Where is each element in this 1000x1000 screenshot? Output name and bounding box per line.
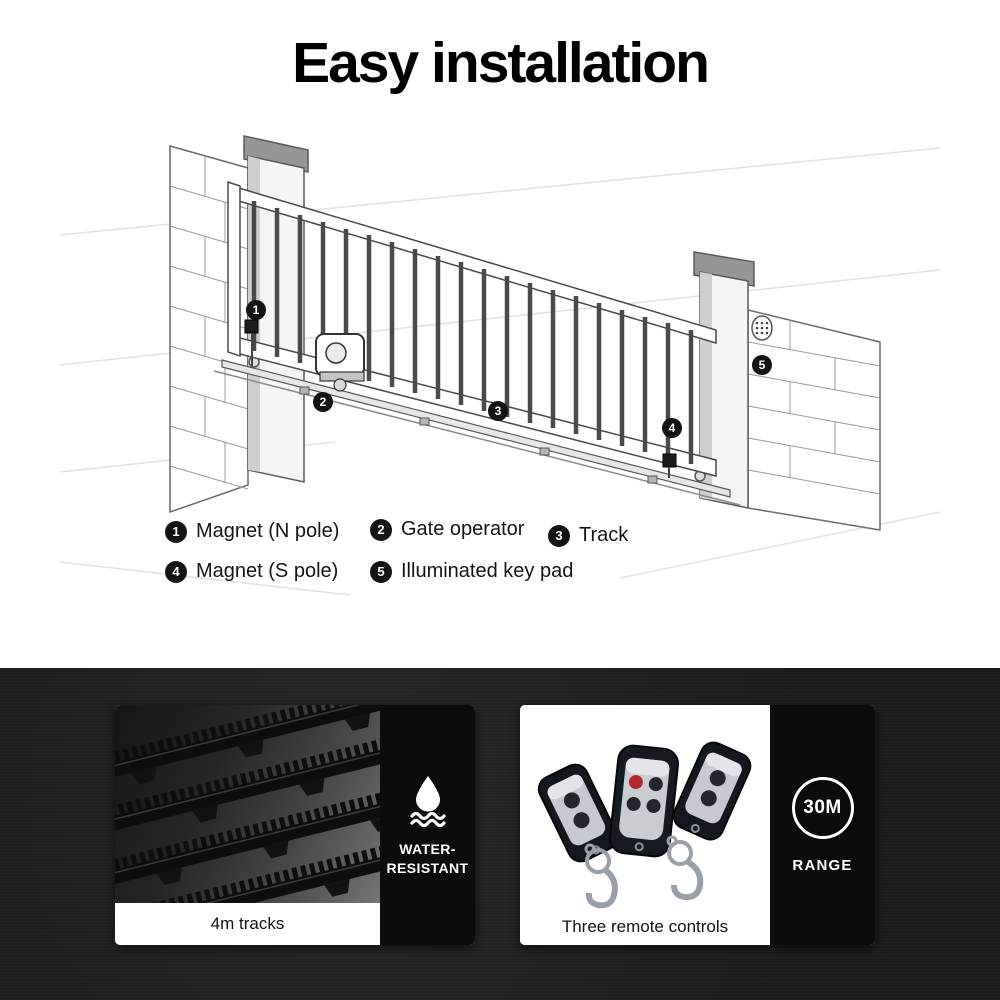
track-rail xyxy=(213,359,741,506)
diagram-callout-1: 1 xyxy=(246,300,266,320)
diagram-callout-3: 3 xyxy=(488,401,508,421)
water-drop-icon xyxy=(409,776,446,828)
feature-section: 4m tracks WATER- RESISTANT xyxy=(0,668,1000,1000)
legend-badge-2: 2 xyxy=(370,518,392,541)
remotes-caption: Three remote controls xyxy=(520,909,770,945)
magnet-n-icon xyxy=(244,319,259,366)
legend-label-magnet-n: Magnet (N pole) xyxy=(196,520,340,542)
legend-badge-1: 1 xyxy=(165,520,187,543)
gate-installation-diagram: 1 2 3 4 5 xyxy=(0,110,1000,670)
gate-line-drawing xyxy=(59,135,941,596)
feature-card-remotes: Three remote controls 30M RANGE xyxy=(520,705,875,945)
legend-item-magnet-s: 4 Magnet (S pole) xyxy=(165,560,338,583)
legend-badge-5: 5 xyxy=(370,560,392,583)
remote-controls-image xyxy=(537,741,752,909)
legend-item-keypad: 5 Illuminated key pad xyxy=(370,560,573,583)
legend-label-magnet-s: Magnet (S pole) xyxy=(196,560,339,582)
legend-label-keypad: Illuminated key pad xyxy=(401,560,574,582)
legend-badge-3: 3 xyxy=(548,524,570,547)
legend-badge-4: 4 xyxy=(165,560,187,583)
diagram-callout-4: 4 xyxy=(662,418,682,438)
legend-label-gate-operator: Gate operator xyxy=(401,518,525,540)
remotes-photo: Three remote controls xyxy=(520,705,770,945)
water-resistant-line1: WATER- xyxy=(399,841,456,857)
diagram-callout-2: 2 xyxy=(313,392,333,412)
range-circle-icon: 30M xyxy=(791,776,854,839)
keypad-icon xyxy=(751,315,773,341)
legend-item-gate-operator: 2 Gate operator xyxy=(370,518,524,541)
gate-bars xyxy=(251,201,694,464)
diagram-callout-5: 5 xyxy=(752,355,772,375)
water-resistant-badge: WATER- RESISTANT xyxy=(380,705,475,945)
tracks-caption: 4m tracks xyxy=(115,903,380,945)
range-badge: 30M RANGE xyxy=(770,705,875,945)
feature-card-tracks: 4m tracks WATER- RESISTANT xyxy=(115,705,475,945)
legend-item-track: 3 Track xyxy=(548,524,628,547)
legend-item-magnet-n: 1 Magnet (N pole) xyxy=(165,520,339,543)
range-label: RANGE xyxy=(792,856,853,874)
gate-operator-icon xyxy=(315,333,365,392)
water-resistant-line2: RESISTANT xyxy=(386,860,469,876)
legend-label-track: Track xyxy=(579,524,629,546)
magnet-s-icon xyxy=(662,453,677,478)
page-title: Easy installation xyxy=(292,31,710,95)
tracks-photo: 4m tracks xyxy=(115,705,446,945)
